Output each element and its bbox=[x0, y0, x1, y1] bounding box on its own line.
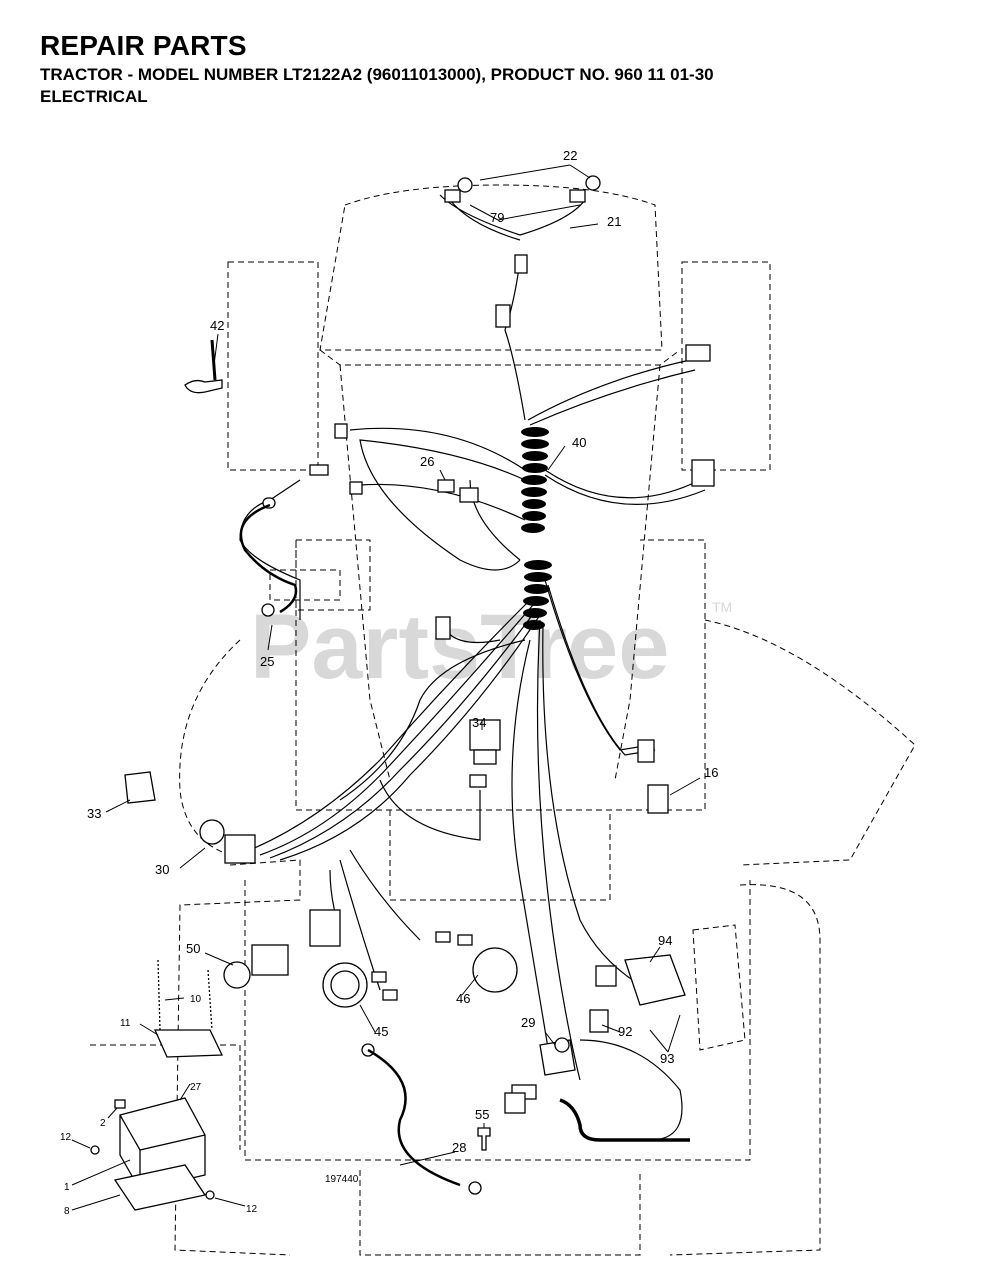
gauge-46 bbox=[472, 947, 518, 993]
callout-40: 40 bbox=[572, 435, 586, 450]
switch-34 bbox=[469, 719, 501, 751]
callout-10: 10 bbox=[190, 994, 202, 1005]
headlight-bulbs bbox=[444, 175, 601, 203]
callout-30: 30 bbox=[155, 862, 169, 877]
connector-26b bbox=[459, 487, 479, 503]
ignition-connector-30 bbox=[224, 834, 256, 864]
callout-55: 55 bbox=[475, 1107, 489, 1122]
connector-45a bbox=[371, 971, 387, 983]
ground-cable-28 bbox=[367, 1048, 461, 1187]
plug-left-upper bbox=[334, 423, 348, 439]
callout-94: 94 bbox=[658, 933, 672, 948]
callout-16: 16 bbox=[704, 765, 718, 780]
plug-left-lower bbox=[349, 481, 363, 495]
connector-center bbox=[469, 774, 487, 788]
nut-12a bbox=[90, 1145, 100, 1155]
callout-92: 92 bbox=[618, 1024, 632, 1039]
page-header: REPAIR PARTS TRACTOR - MODEL NUMBER LT21… bbox=[40, 30, 960, 108]
callout-28: 28 bbox=[452, 1140, 466, 1155]
ignition-key bbox=[184, 379, 223, 394]
connector-45c bbox=[435, 931, 451, 943]
ring-terminal-28-bottom bbox=[468, 1181, 482, 1195]
callout-22: 22 bbox=[563, 148, 577, 163]
connector-right-mid bbox=[637, 739, 655, 763]
connector-mid-left bbox=[435, 616, 451, 640]
switch-34-base bbox=[473, 749, 497, 765]
leader-lines bbox=[71, 164, 701, 1211]
wire-loom bbox=[521, 427, 552, 630]
switch-connector-right-upper bbox=[685, 344, 711, 362]
callout-42: 42 bbox=[210, 318, 224, 333]
connector-45b bbox=[382, 989, 398, 1001]
callout-11: 11 bbox=[120, 1018, 131, 1029]
components bbox=[90, 175, 715, 1211]
watermark-tm: TM bbox=[712, 599, 732, 615]
tractor-outline bbox=[90, 184, 916, 1256]
solenoid-29-cap bbox=[554, 1037, 570, 1053]
drawing-number: 197440 bbox=[325, 1174, 359, 1185]
hour-meter-45-face bbox=[330, 970, 360, 1000]
terminal-33 bbox=[124, 771, 156, 804]
switch-connector-right-lower bbox=[691, 459, 715, 487]
ignition-switch-30 bbox=[199, 819, 225, 845]
callout-26: 26 bbox=[420, 454, 434, 469]
callout-12b: 12 bbox=[246, 1204, 258, 1215]
callout-21: 21 bbox=[607, 214, 621, 229]
section-title: ELECTRICAL bbox=[40, 87, 148, 106]
battery-tray bbox=[113, 1164, 207, 1211]
page-subtitle: TRACTOR - MODEL NUMBER LT2122A2 (9601101… bbox=[40, 65, 714, 84]
callout-12a: 12 bbox=[60, 1132, 72, 1143]
callout-25: 25 bbox=[260, 654, 274, 669]
bolt-55 bbox=[477, 1127, 491, 1151]
nut-12b bbox=[205, 1190, 215, 1200]
page-title: REPAIR PARTS bbox=[40, 30, 247, 61]
harness-connector-upper bbox=[495, 304, 511, 328]
callout-46: 46 bbox=[456, 991, 470, 1006]
cable-25 bbox=[239, 503, 298, 614]
light-switch-knob-50 bbox=[223, 961, 251, 989]
callout-labels: 22 79 21 42 40 26 25 34 16 33 30 50 10 1… bbox=[60, 148, 718, 1217]
callout-8: 8 bbox=[64, 1206, 70, 1217]
battery-hold-down bbox=[153, 959, 224, 1058]
connector-92 bbox=[589, 1009, 609, 1033]
connector-45d bbox=[457, 934, 473, 946]
callout-27: 27 bbox=[190, 1082, 202, 1093]
switch-16 bbox=[647, 784, 669, 814]
connector-block-lower bbox=[309, 909, 341, 947]
callout-34: 34 bbox=[472, 715, 486, 730]
coil-cable bbox=[559, 1098, 690, 1142]
callout-45: 45 bbox=[374, 1024, 388, 1039]
light-switch-50 bbox=[251, 944, 289, 976]
callout-33: 33 bbox=[87, 806, 101, 821]
callout-29: 29 bbox=[521, 1015, 535, 1030]
callout-2: 2 bbox=[100, 1118, 106, 1129]
callout-93: 93 bbox=[660, 1051, 674, 1066]
ring-terminal-25 bbox=[261, 603, 275, 617]
plug-left-mid bbox=[309, 464, 329, 476]
wiring-harness bbox=[239, 194, 706, 1141]
watermark-text: PartsTree bbox=[250, 596, 669, 698]
callout-1: 1 bbox=[64, 1182, 70, 1193]
seat-switch-connector bbox=[504, 1092, 526, 1114]
relay-94 bbox=[624, 954, 686, 1006]
connector-26a bbox=[437, 479, 455, 493]
harness-connector-top bbox=[514, 254, 528, 274]
bolt-2 bbox=[114, 1099, 126, 1109]
relay-94-connector bbox=[595, 965, 617, 987]
callout-50: 50 bbox=[186, 941, 200, 956]
callout-79: 79 bbox=[490, 210, 504, 225]
